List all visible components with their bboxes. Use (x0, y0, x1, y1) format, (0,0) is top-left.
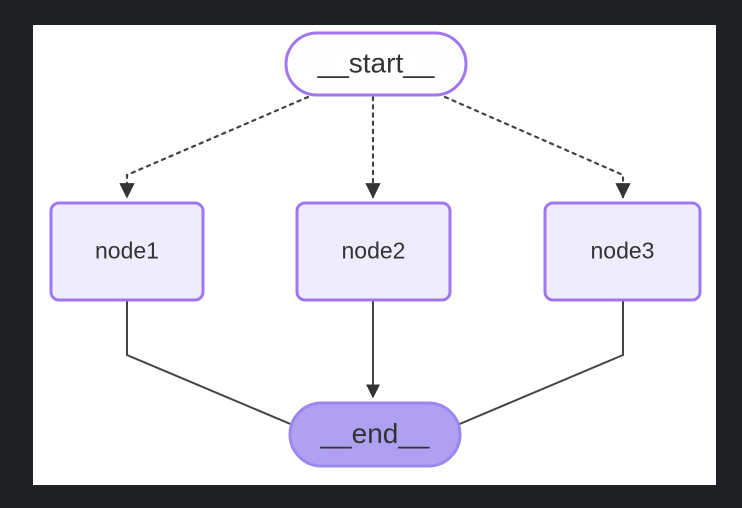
node-label-node2: node2 (342, 238, 406, 264)
nodes-layer: __start__ node1 node2 node3 __end__ (49, 31, 702, 468)
edges-layer (119, 95, 631, 433)
node-start[interactable]: __start__ (284, 31, 468, 97)
node-node3[interactable]: node3 (543, 201, 702, 302)
node-shape-node3 (543, 201, 702, 302)
node-shape-end (288, 401, 462, 468)
edge-node3-end (441, 301, 624, 433)
node-shape-start (284, 31, 468, 97)
node-node2[interactable]: node2 (295, 201, 452, 302)
node-label-node3: node3 (591, 238, 655, 264)
node-label-start: __start__ (317, 47, 435, 78)
node-shape-node2 (295, 201, 452, 302)
state-graph-svg: __start__ node1 node2 node3 __end__ (49, 31, 702, 468)
edge-start-node1 (119, 95, 310, 199)
diagram-canvas: __start__ node1 node2 node3 __end__ (33, 25, 716, 485)
edge-start-node3 (443, 95, 631, 199)
node-label-node1: node1 (95, 238, 159, 264)
node-node1[interactable]: node1 (49, 201, 205, 302)
edge-node1-end (126, 301, 309, 433)
node-end[interactable]: __end__ (288, 401, 462, 468)
node-label-end: __end__ (319, 418, 429, 449)
node-shape-node1 (49, 201, 205, 302)
